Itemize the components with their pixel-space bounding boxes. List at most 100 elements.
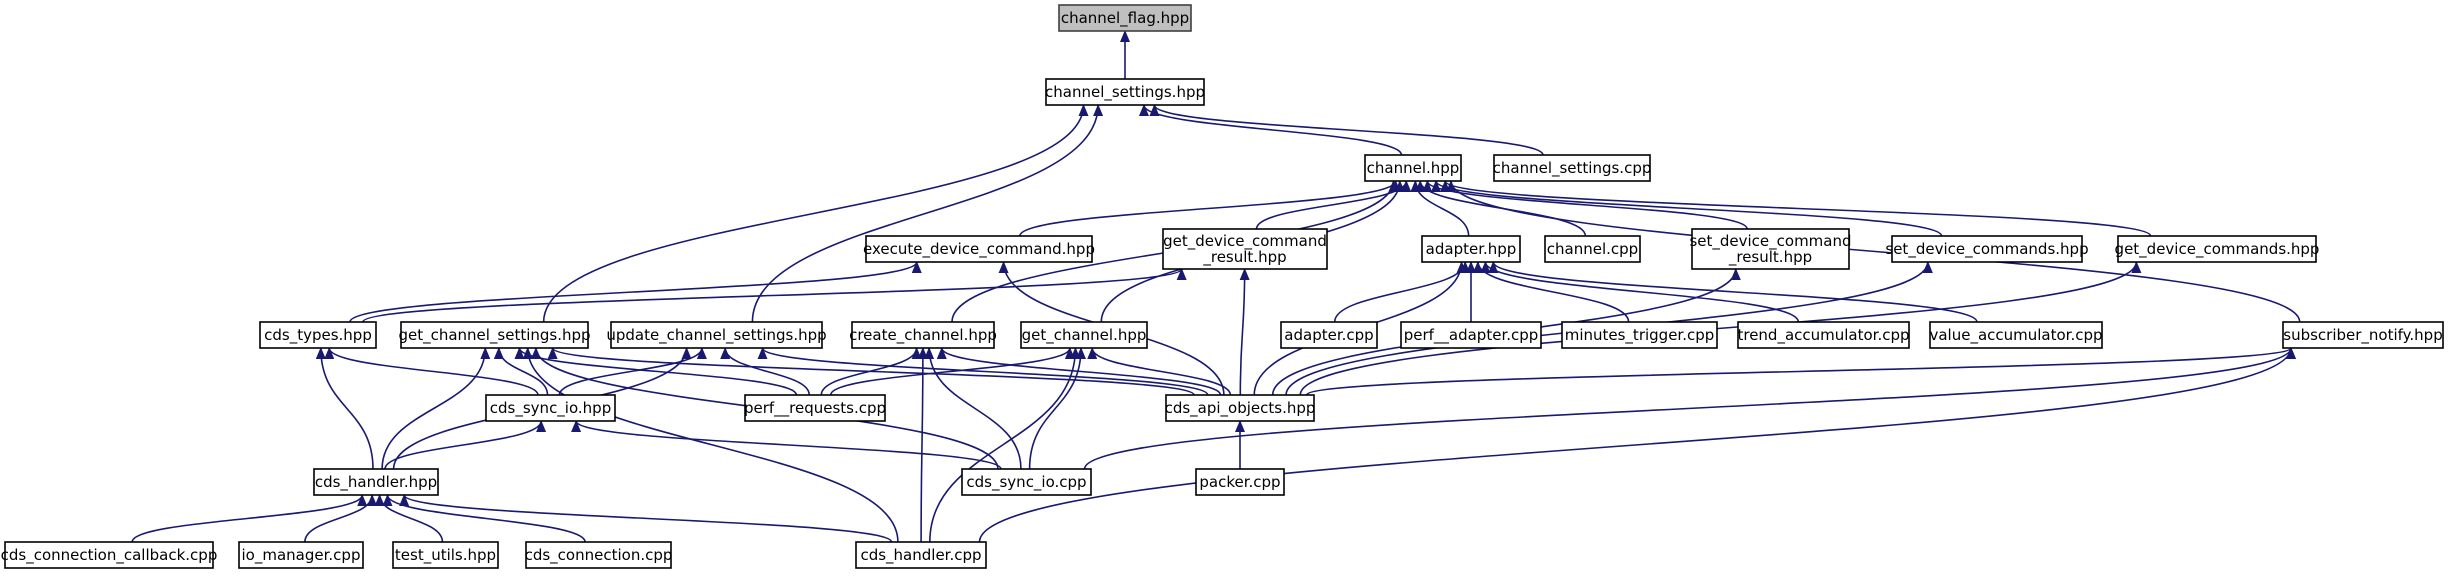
edge-cds_types_hpp-to-execute_device_command_hpp — [349, 261, 922, 323]
node-get_device_commands_hpp[interactable]: get_device_commands.hpp — [2115, 235, 2320, 263]
edge-cds_api_objects_hpp-to-get_device_command_result_hpp — [1239, 268, 1250, 396]
node-label: io_manager.cpp — [242, 546, 361, 565]
node-label: subscriber_notify.hpp — [2283, 326, 2442, 345]
node-cds_connection_cpp[interactable]: cds_connection.cpp — [525, 541, 673, 569]
edge-adapter_cpp-to-adapter_hpp — [1333, 261, 1471, 323]
node-cds_sync_io_cpp[interactable]: cds_sync_io.cpp — [961, 468, 1092, 496]
node-value_accumulator_cpp[interactable]: value_accumulator.cpp — [1929, 321, 2103, 349]
node-box — [1493, 154, 1651, 182]
node-update_channel_settings_hpp[interactable]: update_channel_settings.hpp — [606, 321, 827, 349]
node-cds_sync_io_hpp[interactable]: cds_sync_io.hpp — [485, 394, 616, 422]
node-box — [1737, 321, 1910, 349]
edge-perf_requests_cpp-to-get_channel_hpp — [829, 347, 1075, 396]
edge-cds_api_objects_hpp-to-get_device_commands_hpp — [1299, 261, 2142, 396]
edge-minutes_trigger_cpp-to-adapter_hpp — [1472, 261, 1630, 323]
node-channel_settings_hpp[interactable]: channel_settings.hpp — [1045, 78, 1205, 106]
node-box — [1544, 235, 1641, 263]
edge-cds_connection_callback_cpp-to-cds_handler_hpp — [131, 494, 368, 543]
edge-cds_handler_hpp-to-cds_types_hpp — [315, 347, 374, 470]
node-test_utils_hpp[interactable]: test_utils.hpp — [392, 541, 499, 569]
node-box — [1400, 321, 1542, 349]
node-box — [2117, 235, 2317, 263]
edge-cds_handler_cpp-to-cds_handler_hpp — [399, 494, 893, 543]
node-label: update_channel_settings.hpp — [606, 326, 826, 345]
edge-test_utils_hpp-to-cds_handler_hpp — [374, 494, 444, 543]
node-adapter_hpp[interactable]: adapter.hpp — [1421, 235, 1521, 263]
node-box — [1045, 78, 1205, 106]
node-set_device_commands_hpp[interactable]: set_device_commands.hpp — [1885, 235, 2089, 263]
edge-cds_handler_cpp-to-subscriber_notify_hpp — [978, 347, 2296, 543]
node-get_device_command_result_hpp[interactable]: get_device_command_result.hpp — [1162, 228, 1328, 270]
edge-cds_api_objects_hpp-to-get_channel_settings_hpp — [547, 347, 1195, 396]
edge-perf_requests_cpp-to-get_channel_settings_hpp — [514, 347, 798, 396]
node-box — [865, 235, 1093, 263]
node-label: cds_handler.cpp — [860, 546, 981, 565]
edge-perf_requests_cpp-to-create_channel_hpp — [820, 347, 922, 396]
node-io_manager_cpp[interactable]: io_manager.cpp — [238, 541, 364, 569]
node-trend_accumulator_cpp[interactable]: trend_accumulator.cpp — [1737, 321, 1910, 349]
node-cds_api_objects_hpp[interactable]: cds_api_objects.hpp — [1165, 394, 1316, 422]
node-label: channel.hpp — [1367, 159, 1460, 177]
edge-get_device_commands_hpp-to-channel_hpp — [1440, 180, 2152, 237]
node-box — [610, 321, 823, 349]
node-label: get_device_commands.hpp — [2115, 240, 2320, 259]
node-box — [1020, 321, 1148, 349]
node-label: perf__requests.cpp — [744, 399, 886, 418]
node-box — [313, 468, 439, 496]
node-label: channel.cpp — [1547, 240, 1638, 258]
node-cds_connection_callback_cpp[interactable]: cds_connection_callback.cpp — [1, 541, 218, 569]
node-label: channel_flag.hpp — [1061, 9, 1189, 28]
node-packer_cpp[interactable]: packer.cpp — [1195, 468, 1285, 496]
node-label: adapter.cpp — [1284, 326, 1373, 344]
edge-subscriber_notify_hpp-to-channel_hpp — [1446, 180, 2301, 323]
node-perf_adapter_cpp[interactable]: perf__adapter.cpp — [1400, 321, 1542, 349]
node-channel_cpp[interactable]: channel.cpp — [1544, 235, 1641, 263]
node-box — [392, 541, 499, 569]
edge-cds_api_objects_hpp-to-update_channel_settings_hpp — [757, 347, 1209, 396]
node-box — [855, 541, 987, 569]
node-label: create_channel.hpp — [849, 326, 997, 345]
node-box — [1280, 321, 1378, 349]
node-cds_handler_hpp[interactable]: cds_handler.hpp — [313, 468, 439, 496]
edge-io_manager_cpp-to-cds_handler_hpp — [304, 494, 378, 543]
node-label: perf__adapter.cpp — [1404, 326, 1539, 345]
node-adapter_cpp[interactable]: adapter.cpp — [1280, 321, 1378, 349]
edge-cds_types_hpp-to-get_device_command_result_hpp — [362, 268, 1187, 323]
node-box — [1891, 235, 2083, 263]
node-box — [1165, 394, 1315, 422]
node-set_device_command_result_hpp[interactable]: set_device_command_result.hpp — [1689, 228, 1852, 270]
node-label: set_device_commands.hpp — [1885, 240, 2088, 259]
node-perf_requests_cpp[interactable]: perf__requests.cpp — [744, 394, 886, 422]
node-box — [238, 541, 364, 569]
node-channel_settings_cpp[interactable]: channel_settings.cpp — [1493, 154, 1652, 182]
node-channel_flag_hpp: channel_flag.hpp — [1058, 4, 1192, 32]
node-create_channel_hpp[interactable]: create_channel.hpp — [849, 321, 997, 349]
edge-perf_requests_cpp-to-update_channel_settings_hpp — [720, 347, 811, 396]
node-channel_hpp[interactable]: channel.hpp — [1364, 154, 1462, 182]
node-box — [851, 321, 995, 349]
node-get_channel_settings_hpp[interactable]: get_channel_settings.hpp — [398, 321, 591, 349]
node-label: cds_api_objects.hpp — [1165, 399, 1316, 418]
edge-cds_api_objects_hpp-to-subscriber_notify_hpp — [1305, 347, 2296, 396]
edge-cds_sync_io_hpp-to-get_channel_settings_hpp — [493, 347, 549, 396]
node-box — [1691, 228, 1850, 270]
node-label: execute_device_command.hpp — [863, 240, 1095, 259]
edge-cds_sync_io_hpp-to-cds_types_hpp — [324, 347, 539, 396]
edge-cds_api_objects_hpp-to-create_channel_hpp — [936, 347, 1222, 396]
node-execute_device_command_hpp[interactable]: execute_device_command.hpp — [863, 235, 1095, 263]
node-cds_handler_cpp[interactable]: cds_handler.cpp — [855, 541, 987, 569]
node-box — [1929, 321, 2103, 349]
node-label: cds_connection_callback.cpp — [1, 546, 218, 565]
node-box — [525, 541, 672, 569]
node-box — [1058, 4, 1192, 32]
edge-channel_settings_cpp-to-channel_settings_hpp — [1149, 104, 1544, 156]
node-get_channel_hpp[interactable]: get_channel.hpp — [1020, 321, 1148, 349]
node-minutes_trigger_cpp[interactable]: minutes_trigger.cpp — [1561, 321, 1718, 349]
node-cds_types_hpp[interactable]: cds_types.hpp — [259, 321, 377, 349]
node-label: _result.hpp — [1202, 248, 1286, 267]
node-box — [485, 394, 616, 422]
node-label: value_accumulator.cpp — [1929, 326, 2102, 345]
node-subscriber_notify_hpp[interactable]: subscriber_notify.hpp — [2282, 321, 2444, 349]
edge-get_channel_settings_hpp-to-channel_settings_hpp — [542, 104, 1089, 323]
